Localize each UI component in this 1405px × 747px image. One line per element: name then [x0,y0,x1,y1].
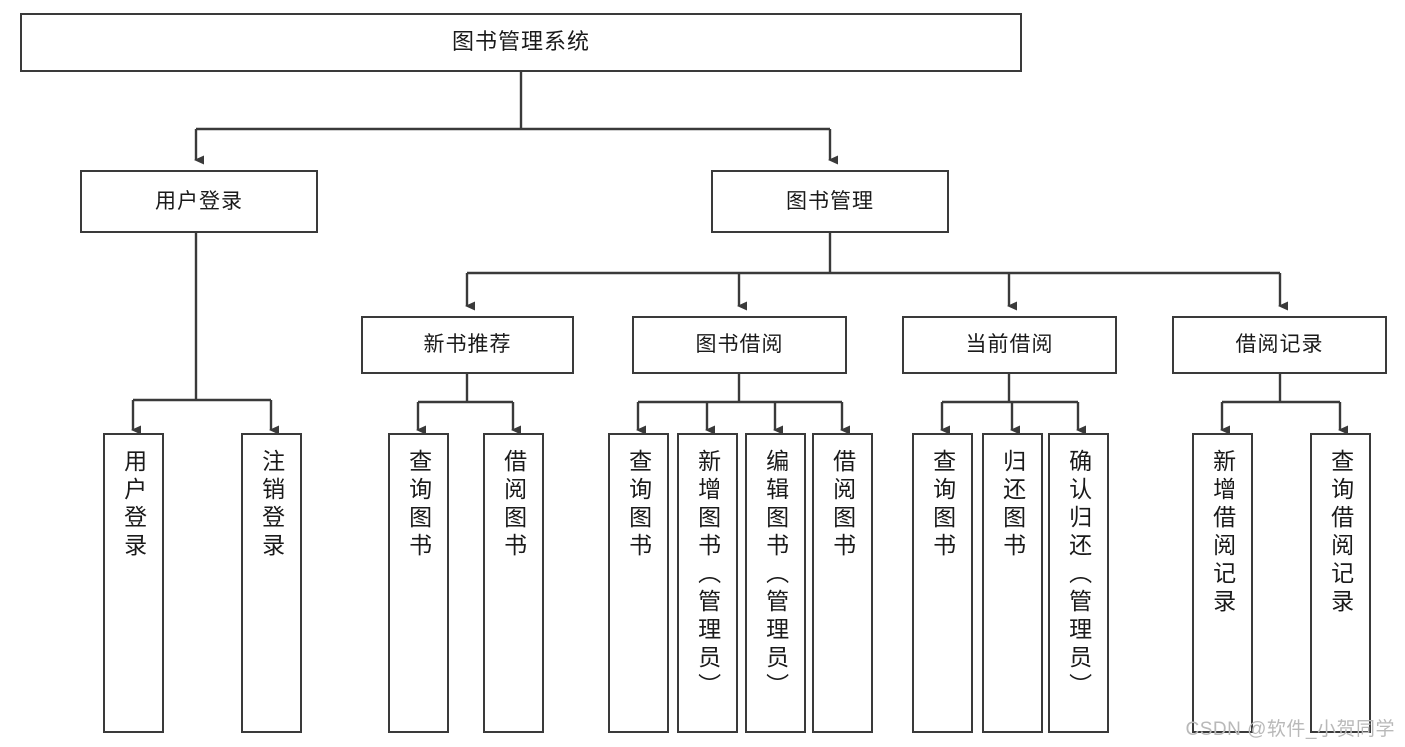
node-borrow-records[interactable]: 借阅记录 [1172,316,1387,374]
node-label: 新书推荐 [423,333,512,357]
leaf-query-books-borrowing[interactable]: 查询图书 [608,433,669,733]
node-label: 查询图书 [405,449,432,561]
leaf-add-borrow-record[interactable]: 新增借阅记录 [1192,433,1253,733]
leaf-query-books-current[interactable]: 查询图书 [912,433,973,733]
node-label: 编辑图书（管理员） [762,449,789,701]
leaf-query-borrow-record[interactable]: 查询借阅记录 [1310,433,1371,733]
leaf-confirm-return-admin[interactable]: 确认归还（管理员） [1048,433,1109,733]
node-label: 图书借阅 [695,333,784,357]
leaf-add-book-admin[interactable]: 新增图书（管理员） [677,433,738,733]
node-new-book-recommendation[interactable]: 新书推荐 [361,316,574,374]
node-label: 新增图书（管理员） [694,449,721,701]
node-label: 查询借阅记录 [1327,449,1354,617]
node-label: 借阅图书 [829,449,856,561]
node-label: 新增借阅记录 [1209,449,1236,617]
node-user-login[interactable]: 用户登录 [80,170,318,233]
leaf-borrow-books-recommendation[interactable]: 借阅图书 [483,433,544,733]
node-label: 借阅记录 [1235,333,1324,357]
node-label: 当前借阅 [965,333,1054,357]
node-label: 图书管理 [786,189,874,213]
node-label: 用户登录 [155,189,243,213]
leaf-user-login[interactable]: 用户登录 [103,433,164,733]
leaf-logout[interactable]: 注销登录 [241,433,302,733]
node-label: 查询图书 [625,449,652,561]
node-label: 借阅图书 [500,449,527,561]
leaf-return-books[interactable]: 归还图书 [982,433,1043,733]
node-label: 注销登录 [258,449,285,561]
leaf-query-books-recommendation[interactable]: 查询图书 [388,433,449,733]
node-current-borrowing[interactable]: 当前借阅 [902,316,1117,374]
node-book-borrowing[interactable]: 图书借阅 [632,316,847,374]
leaf-edit-book-admin[interactable]: 编辑图书（管理员） [745,433,806,733]
node-root-book-management-system[interactable]: 图书管理系统 [20,13,1022,72]
node-label: 归还图书 [999,449,1026,561]
node-label: 查询图书 [929,449,956,561]
leaf-borrow-books-borrowing[interactable]: 借阅图书 [812,433,873,733]
node-label: 图书管理系统 [451,29,590,55]
node-label: 用户登录 [120,449,147,561]
node-book-management[interactable]: 图书管理 [711,170,949,233]
node-label: 确认归还（管理员） [1065,449,1092,701]
